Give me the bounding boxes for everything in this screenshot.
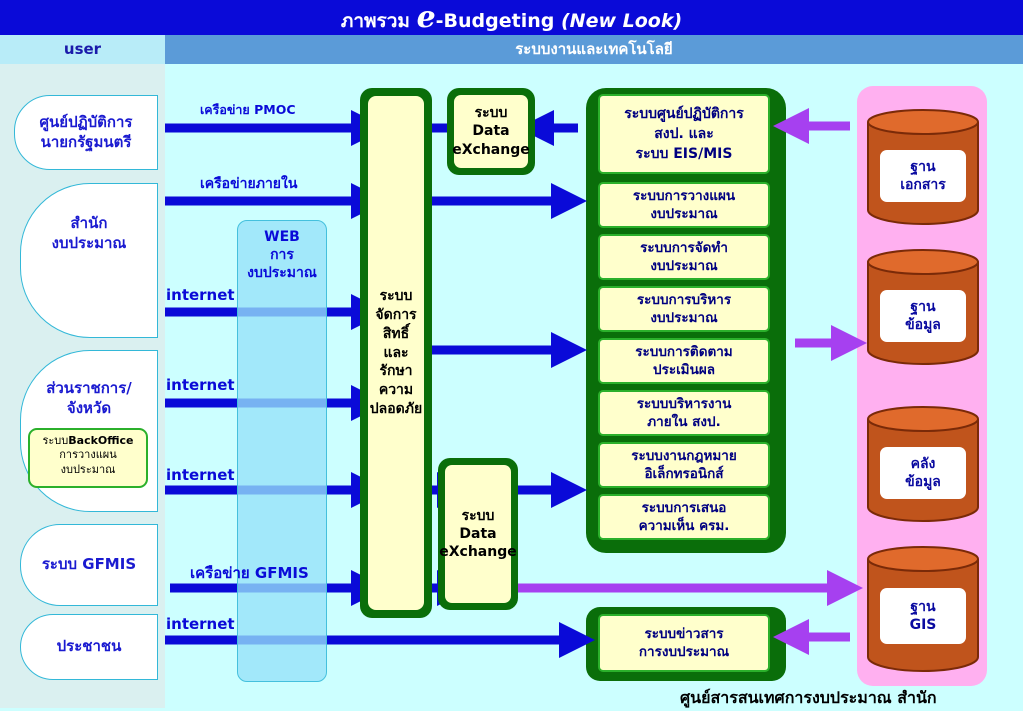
label-internet-2: internet bbox=[166, 376, 235, 394]
system-planning-label: ระบบการวางแผน งบประมาณ bbox=[632, 187, 736, 222]
data-exchange-top[interactable]: ระบบ Data eXchange bbox=[452, 95, 530, 168]
title-main: -Budgeting bbox=[435, 10, 561, 32]
title-e: e bbox=[416, 0, 436, 35]
footer-text: ศูนย์สารสนเทศการงบประมาณ สำนัก bbox=[680, 688, 937, 707]
system-preparation-label: ระบบการจัดทำ งบประมาณ bbox=[640, 239, 728, 274]
user-public[interactable]: ประชาชน bbox=[20, 614, 158, 680]
title-prefix: ภาพรวม bbox=[340, 10, 417, 32]
label-internet-1: internet bbox=[166, 286, 235, 304]
column-header-systems: ระบบงานและเทคโนโลยี bbox=[165, 35, 1023, 64]
label-gfmis-network: เครือข่าย GFMIS bbox=[190, 564, 309, 582]
backoffice-bold: BackOffice bbox=[68, 434, 134, 447]
user-budget-bureau-label: สำนัก งบประมาณ bbox=[51, 214, 127, 252]
system-e-law[interactable]: ระบบงานกฎหมาย อิเล็กทรอนิกส์ bbox=[598, 442, 770, 488]
user-budget-bureau[interactable]: สำนัก งบประมาณ bbox=[20, 183, 158, 338]
system-cabinet-opinion-label: ระบบการเสนอ ความเห็น ครม. bbox=[638, 499, 730, 534]
label-internal-network: เครือข่ายภายใน bbox=[200, 176, 298, 192]
user-gfmis-label: ระบบ GFMIS bbox=[41, 555, 137, 574]
title-italic: (New Look) bbox=[560, 10, 683, 32]
backoffice-prefix: ระบบ bbox=[42, 434, 69, 447]
web-budget-label: WEB การ งบประมาณ bbox=[247, 229, 317, 282]
system-preparation[interactable]: ระบบการจัดทำ งบประมาณ bbox=[598, 234, 770, 280]
system-eis-mis[interactable]: ระบบศูนย์ปฏิบัติการ สงป. และ ระบบ EIS/MI… bbox=[598, 94, 770, 174]
system-e-law-label: ระบบงานกฎหมาย อิเล็กทรอนิกส์ bbox=[631, 447, 737, 482]
backoffice-rest: การวางแผน งบประมาณ bbox=[59, 448, 117, 476]
db-warehouse-label: คลัง ข้อมูล bbox=[905, 455, 941, 490]
label-internet-4: internet bbox=[166, 615, 235, 633]
db-documents-label: ฐาน เอกสาร bbox=[900, 158, 946, 193]
dx-top-label: ระบบ Data eXchange bbox=[452, 105, 530, 158]
user-pm-label: ศูนย์ปฏิบัติการ นายกรัฐมนตรี bbox=[39, 113, 133, 151]
system-internal-admin-label: ระบบบริหารงาน ภายใน สงป. bbox=[636, 395, 732, 430]
system-cabinet-opinion[interactable]: ระบบการเสนอ ความเห็น ครม. bbox=[598, 494, 770, 540]
system-news-label: ระบบข่าวสาร การงบประมาณ bbox=[638, 625, 730, 660]
user-gfmis[interactable]: ระบบ GFMIS bbox=[20, 524, 158, 606]
backoffice-box[interactable]: ระบบBackOffice การวางแผน งบประมาณ bbox=[28, 428, 148, 488]
db-documents[interactable]: ฐาน เอกสาร bbox=[880, 150, 966, 202]
title-bar: ภาพรวม e-Budgeting (New Look) bbox=[0, 0, 1023, 35]
user-public-label: ประชาชน bbox=[56, 637, 122, 656]
security-system[interactable]: ระบบ จัดการ สิทธิ์ และ รักษา ความ ปลอดภั… bbox=[368, 96, 424, 610]
db-gis-label: ฐาน GIS bbox=[909, 598, 937, 633]
system-monitoring-label: ระบบการติดตาม ประเมินผล bbox=[635, 343, 733, 378]
security-label: ระบบ จัดการ สิทธิ์ และ รักษา ความ ปลอดภั… bbox=[369, 287, 423, 418]
system-monitoring[interactable]: ระบบการติดตาม ประเมินผล bbox=[598, 338, 770, 384]
user-agencies-label: ส่วนราชการ/ จังหวัด bbox=[46, 379, 132, 417]
data-exchange-bottom[interactable]: ระบบ Data eXchange bbox=[439, 465, 517, 603]
column-header-user: user bbox=[0, 35, 165, 64]
db-data[interactable]: ฐาน ข้อมูล bbox=[880, 290, 966, 342]
backoffice-title: ระบบBackOffice bbox=[30, 434, 146, 448]
db-warehouse[interactable]: คลัง ข้อมูล bbox=[880, 447, 966, 499]
system-news[interactable]: ระบบข่าวสาร การงบประมาณ bbox=[598, 614, 770, 672]
db-gis[interactable]: ฐาน GIS bbox=[880, 588, 966, 644]
dx-bottom-label: ระบบ Data eXchange bbox=[439, 507, 517, 561]
system-administration[interactable]: ระบบการบริหาร งบประมาณ bbox=[598, 286, 770, 332]
db-data-label: ฐาน ข้อมูล bbox=[905, 298, 941, 333]
system-internal-admin[interactable]: ระบบบริหารงาน ภายใน สงป. bbox=[598, 390, 770, 436]
label-internet-3: internet bbox=[166, 466, 235, 484]
web-budget-bar[interactable]: WEB การ งบประมาณ bbox=[237, 220, 327, 682]
system-administration-label: ระบบการบริหาร งบประมาณ bbox=[636, 291, 732, 326]
system-eis-mis-label: ระบบศูนย์ปฏิบัติการ สงป. และ ระบบ EIS/MI… bbox=[624, 105, 744, 163]
system-planning[interactable]: ระบบการวางแผน งบประมาณ bbox=[598, 182, 770, 228]
label-pmoc-network: เครือข่าย PMOC bbox=[200, 102, 296, 117]
user-pm-operations-center[interactable]: ศูนย์ปฏิบัติการ นายกรัฐมนตรี bbox=[14, 95, 158, 170]
